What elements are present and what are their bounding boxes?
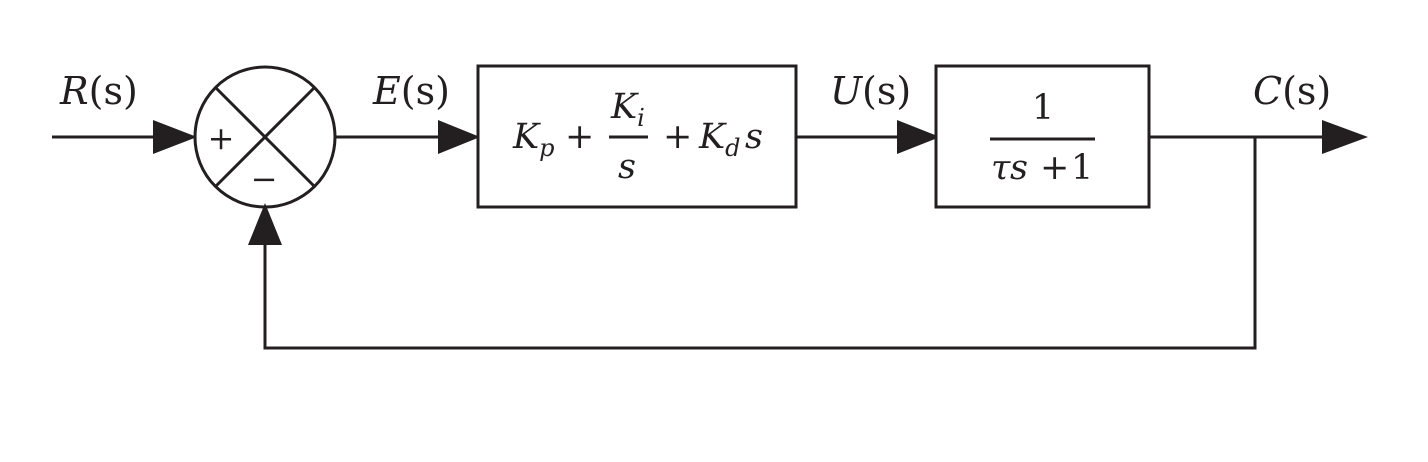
feedback-path <box>263 137 1257 350</box>
svg-text:s: s <box>618 147 636 187</box>
controller-expression: Kp+ <box>512 117 594 162</box>
control-label: U(s) <box>830 69 911 113</box>
svg-text:Ki: Ki <box>610 87 645 132</box>
feedback-arrowhead <box>248 203 282 245</box>
error-arrowhead <box>438 120 480 154</box>
svg-text:τs+1: τs+1 <box>991 148 1093 188</box>
plant-block <box>934 64 1151 209</box>
input-label: R(s) <box>59 69 138 113</box>
ki-fraction: Ki s <box>609 87 648 187</box>
output-label: C(s) <box>1253 69 1331 113</box>
svg-text:1: 1 <box>1032 88 1054 128</box>
minus-sign: − <box>251 160 278 198</box>
plus-sign: + <box>208 119 235 157</box>
plant-transfer-function: 1 τs+1 <box>990 88 1095 188</box>
error-label: E(s) <box>372 69 450 113</box>
summing-junction: + − <box>193 65 337 209</box>
control-arrowhead <box>897 120 940 154</box>
output-arrowhead <box>1322 120 1368 154</box>
input-arrowhead <box>153 120 197 154</box>
